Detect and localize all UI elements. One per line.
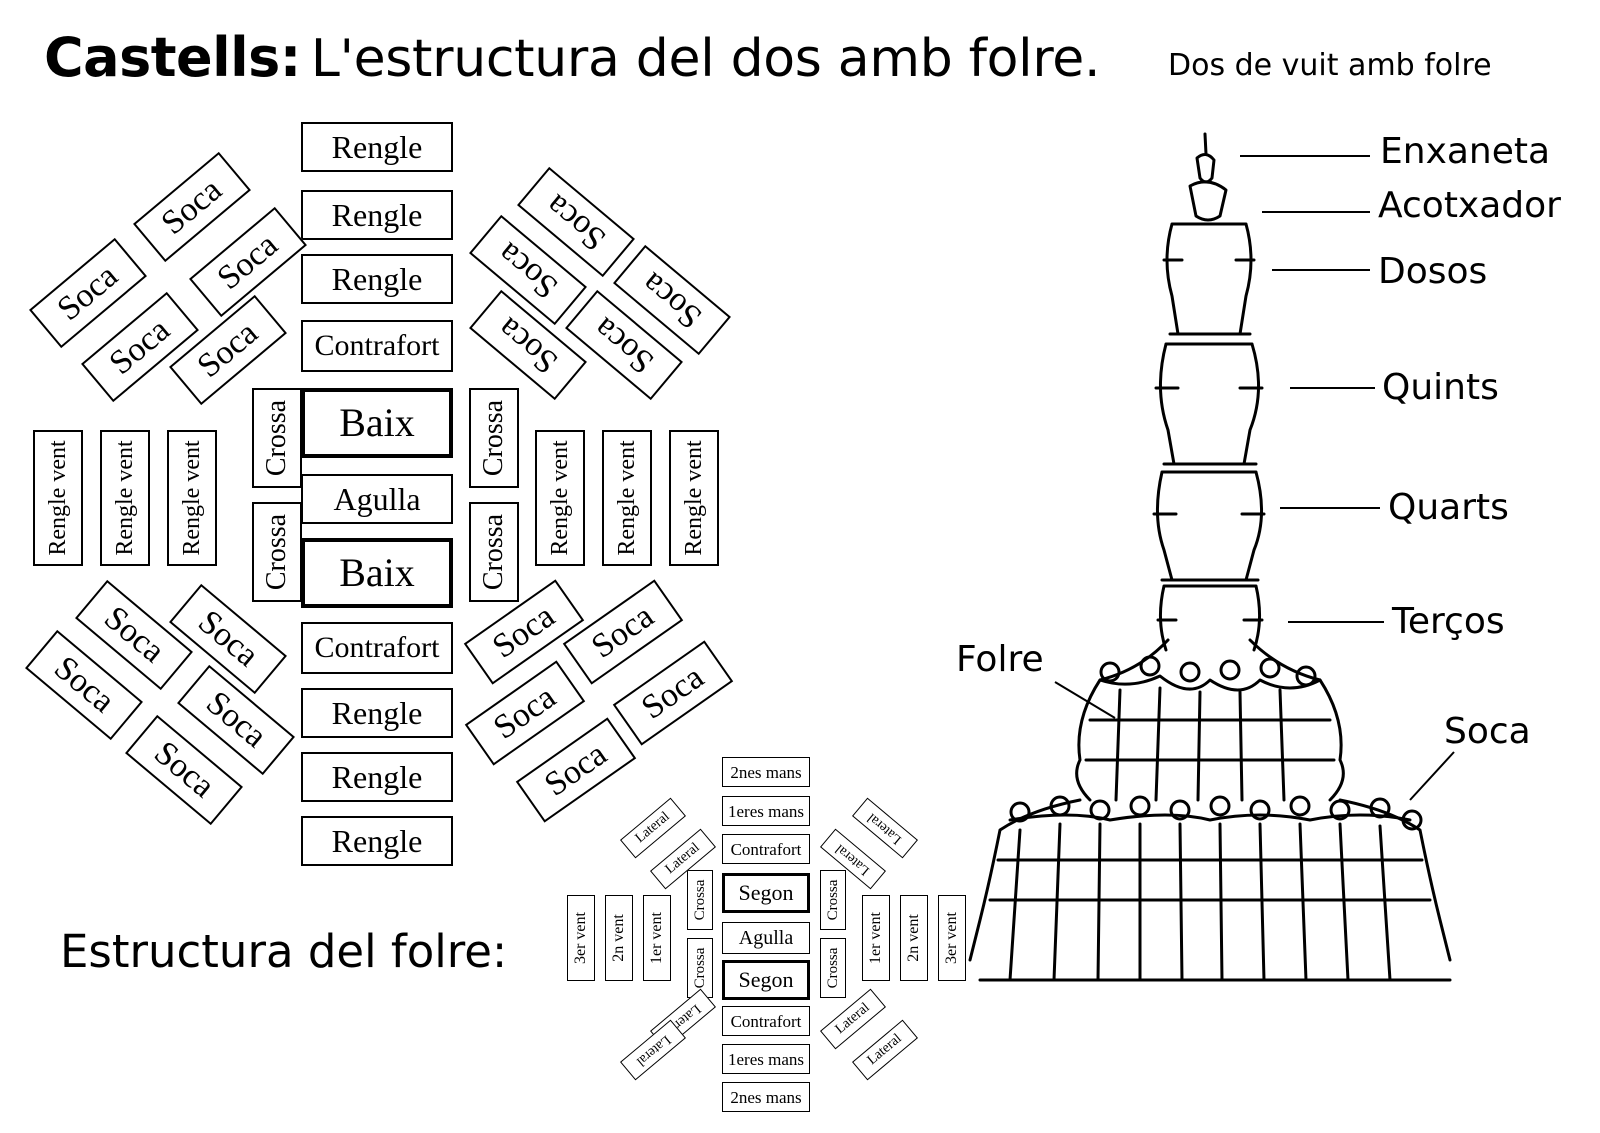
folre-1eres-mans: 1eres mans bbox=[722, 1044, 810, 1074]
tower-label-tercos: Terços bbox=[1392, 601, 1505, 642]
pinya-baix: Baix bbox=[301, 388, 453, 458]
tower-label-enxaneta: Enxaneta bbox=[1380, 131, 1551, 172]
title-rest: L'estructura del dos amb folre. bbox=[310, 29, 1101, 89]
pinya-baix: Baix bbox=[301, 538, 453, 608]
pinya-rengle: Rengle bbox=[301, 254, 453, 304]
tower-label-quarts: Quarts bbox=[1388, 487, 1509, 528]
pinya-rengle: Rengle bbox=[301, 752, 453, 802]
tower-label-soca: Soca bbox=[1444, 711, 1531, 752]
pinya-rengle: Rengle bbox=[301, 122, 453, 172]
subtitle: Dos de vuit amb folre bbox=[1168, 48, 1492, 83]
pinya-contrafort: Contrafort bbox=[301, 622, 453, 674]
folre-agulla: Agulla bbox=[722, 922, 810, 954]
folre-1eres-mans: 1eres mans bbox=[722, 796, 810, 826]
folre-segon: Segon bbox=[722, 873, 810, 913]
page-title: Castells:L'estructura del dos amb folre. bbox=[44, 26, 1101, 89]
folre-segon: Segon bbox=[722, 960, 810, 1000]
folre-contrafort: Contrafort bbox=[722, 834, 810, 864]
folre-2nes-mans: 2nes mans bbox=[722, 1082, 810, 1112]
tower-label-dosos: Dosos bbox=[1378, 251, 1488, 292]
pinya-rengle: Rengle bbox=[301, 816, 453, 866]
title-bold: Castells: bbox=[44, 26, 301, 89]
human-tower-illustration-icon bbox=[968, 132, 1452, 982]
folre-structure-title: Estructura del folre: bbox=[60, 925, 508, 978]
pinya-agulla: Agulla bbox=[301, 474, 453, 524]
pinya-rengle: Rengle bbox=[301, 190, 453, 240]
tower-label-acotxador: Acotxador bbox=[1378, 185, 1561, 226]
pinya-rengle: Rengle bbox=[301, 688, 453, 738]
folre-2nes-mans: 2nes mans bbox=[722, 757, 810, 787]
folre-contrafort: Contrafort bbox=[722, 1006, 810, 1036]
tower-label-folre: Folre bbox=[956, 639, 1044, 680]
tower-label-quints: Quints bbox=[1382, 367, 1499, 408]
pinya-contrafort: Contrafort bbox=[301, 320, 453, 372]
